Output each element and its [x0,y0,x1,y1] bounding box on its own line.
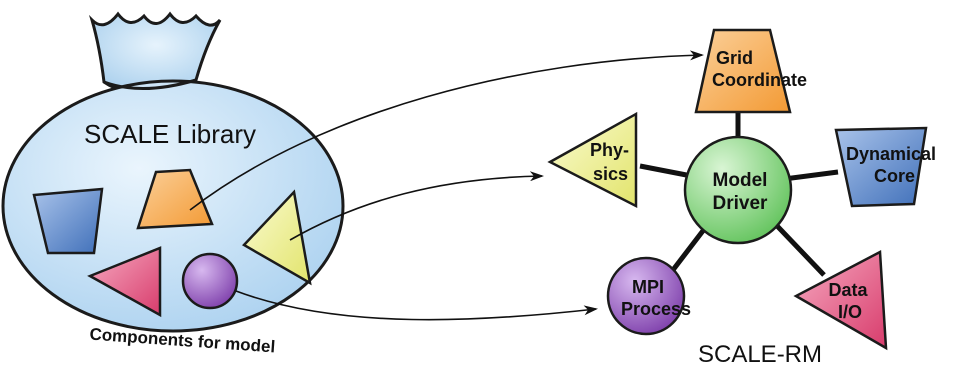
physics-label-1: Phy- [590,140,629,160]
grid-label-1: Grid [716,48,753,68]
data-io-shape [793,249,888,351]
dynamical-core-node: Dynamical Core [834,126,936,208]
yellow-triangle-component [242,189,312,286]
physics-shape [547,111,638,209]
arrow-to-mpi [235,290,598,321]
model-title: SCALE-RM [698,341,822,368]
model-driver-node: Model Driver [683,135,793,245]
mpi-label-1: MPI [632,277,664,297]
purple-circle-component [181,252,239,310]
library-bag: SCALE Library Components for model [1,11,345,356]
dynamical-label-1: Dynamical [846,144,936,164]
dynamical-label-2: Core [874,166,915,186]
arrow-to-physics [289,171,544,241]
model-driver-label-1: Model [713,170,768,191]
pink-triangle-component [87,246,162,318]
physics-node: Phy- sics [547,111,638,209]
orange-trapezoid-component [136,168,214,230]
dynamical-shape [834,126,928,208]
mpi-label-2: Process [621,299,691,319]
mpi-process-node: MPI Process [606,256,691,336]
grid-shape [694,28,792,114]
data-io-label-1: Data [828,280,868,300]
bag-neck [103,78,197,90]
library-title: SCALE Library [84,119,256,149]
grid-coordinate-node: Grid Coordinate [694,28,807,114]
blue-trapezoid-component [32,187,104,255]
data-io-node: Data I/O [793,249,888,351]
grid-label-2: Coordinate [712,70,807,90]
model-driver-label-2: Driver [713,193,769,214]
physics-label-2: sics [593,164,628,184]
arrow-to-grid [189,50,704,211]
arrows [189,50,704,321]
data-io-label-2: I/O [838,302,862,322]
model-driver-shape [683,135,793,245]
mpi-shape [606,256,686,336]
